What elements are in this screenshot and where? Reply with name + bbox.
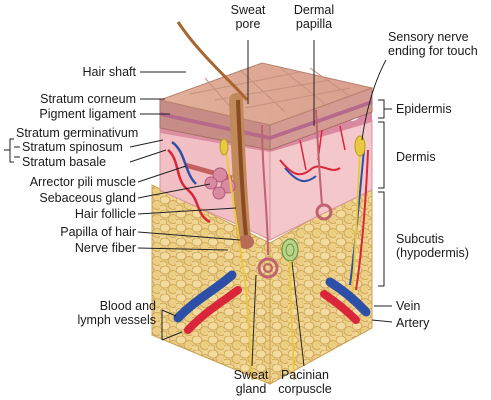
label-epidermis: Epidermis xyxy=(396,102,452,116)
label-hair-follicle: Hair follicle xyxy=(74,207,136,221)
label-stratum-corneum: Stratum corneum xyxy=(40,92,136,106)
label-stratum-basale: Stratum basale xyxy=(22,155,107,169)
label-artery: Artery xyxy=(396,316,430,330)
label-vein: Vein xyxy=(396,299,421,313)
label-pigment-ligament: Pigment ligament xyxy=(39,107,136,121)
label-nerve-fiber: Nerve fiber xyxy=(74,241,136,255)
label-subcutis: Subcutis(hypodermis) xyxy=(396,232,469,260)
label-stratum-germinativum: Stratum germinativum xyxy=(16,126,139,140)
nerves xyxy=(219,135,366,381)
hair-structure xyxy=(176,21,254,249)
label-arrector-pili: Arrector pili muscle xyxy=(29,175,136,189)
label-sebaceous-gland: Sebaceous gland xyxy=(39,191,136,205)
label-dermis: Dermis xyxy=(396,150,436,164)
label-hair-shaft: Hair shaft xyxy=(82,65,137,79)
sweat-gland xyxy=(257,109,333,279)
label-papilla-of-hair: Papilla of hair xyxy=(60,225,136,239)
label-stratum-spinosum: Stratum spinosum xyxy=(22,140,123,154)
leader-lines xyxy=(4,40,393,367)
major-vessels xyxy=(173,270,371,334)
